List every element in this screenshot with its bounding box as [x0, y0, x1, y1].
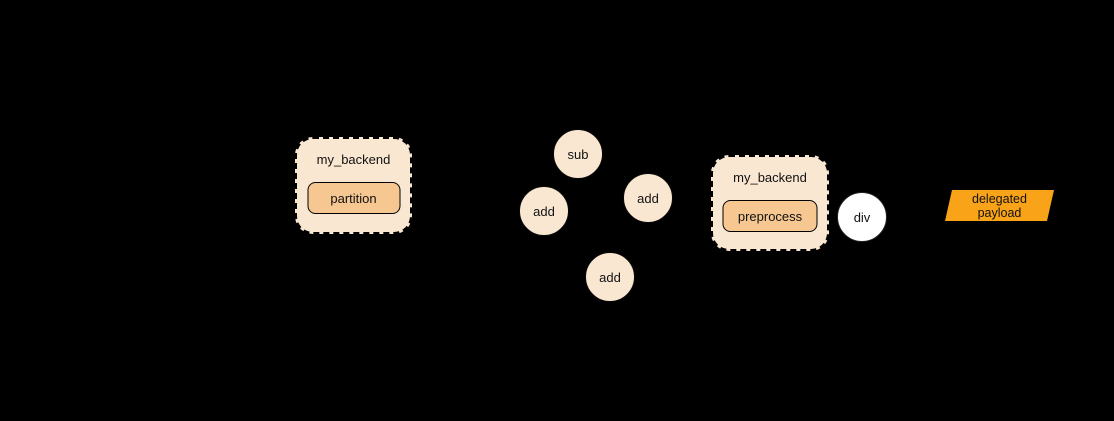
payload-line-2: payload	[977, 205, 1022, 220]
op-node-add-right: add	[623, 173, 673, 223]
op-node-add-bottom: add	[585, 252, 635, 302]
payload-line-1: delegated	[972, 191, 1027, 206]
cluster-title: my_backend	[316, 152, 391, 167]
partition-node: partition	[307, 182, 400, 214]
delegated-payload-node: delegated payload	[945, 190, 1054, 221]
cluster-my-backend-partition: my_backend partition	[295, 137, 412, 234]
preprocess-node: preprocess	[722, 200, 818, 232]
op-node-sub: sub	[553, 129, 603, 179]
cluster-title: my_backend	[733, 170, 807, 185]
op-node-div: div	[837, 192, 887, 242]
cluster-my-backend-preprocess: my_backend preprocess	[711, 155, 829, 251]
op-node-add-left: add	[519, 186, 569, 236]
